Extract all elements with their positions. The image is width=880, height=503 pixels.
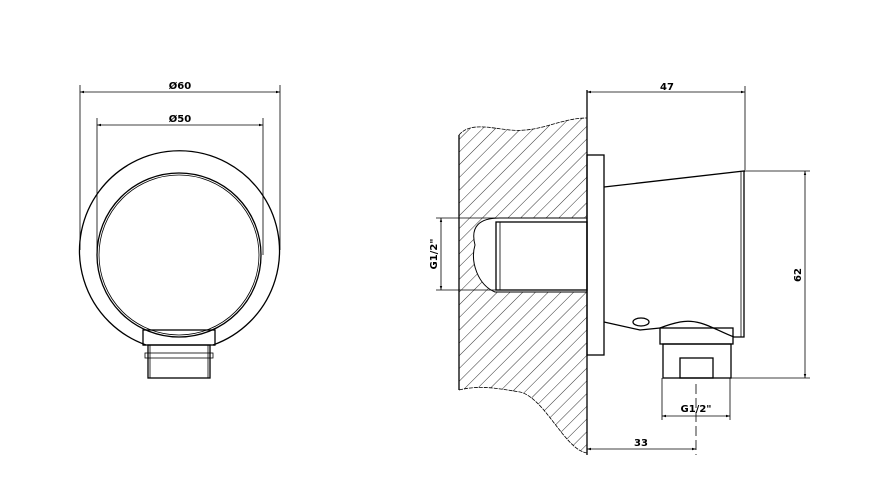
outlet-offset-label: 33 bbox=[634, 438, 648, 449]
outer-ring bbox=[78, 150, 281, 346]
outlet-nut-side bbox=[662, 343, 732, 379]
inner-diameter-label: Ø50 bbox=[169, 113, 191, 125]
hook-pin bbox=[632, 317, 650, 327]
inlet-thread-label: G1/2" bbox=[429, 239, 440, 270]
outlet-thread-label: G1/2" bbox=[681, 404, 712, 415]
outlet-nut bbox=[147, 344, 211, 379]
nut-flange bbox=[144, 352, 214, 359]
outer-diameter-label: Ø60 bbox=[169, 80, 191, 92]
side-view: 47 62 G1/2" 33 G1/2" bbox=[429, 82, 810, 455]
outlet-neck-side bbox=[659, 327, 734, 345]
body bbox=[603, 170, 745, 338]
wall-flange bbox=[586, 154, 605, 356]
front-view: Ø60 Ø50 bbox=[78, 80, 281, 379]
height-label: 62 bbox=[793, 268, 804, 282]
inner-disc bbox=[96, 172, 262, 338]
inner-disc-edge bbox=[98, 174, 260, 336]
wall-section bbox=[459, 118, 587, 453]
depth-label: 47 bbox=[660, 82, 674, 93]
